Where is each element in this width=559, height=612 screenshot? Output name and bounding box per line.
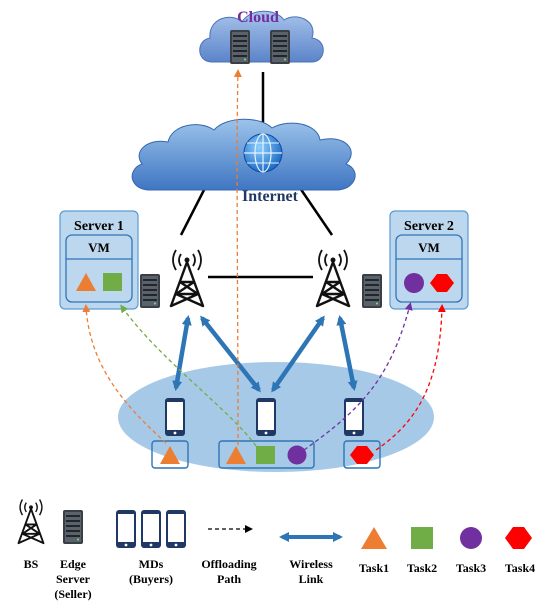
- task4-hexagon-icon: [430, 274, 454, 292]
- server-1-panel: Server 1 VM: [59, 210, 139, 310]
- wireless-link: [200, 315, 261, 393]
- legend-task1: Task1: [359, 527, 389, 575]
- legend-wireless-label-2: Link: [299, 572, 324, 586]
- md-3-task-slot: [343, 440, 381, 469]
- task1-triangle-icon: [361, 527, 387, 549]
- server-2-title: Server 2: [404, 219, 454, 234]
- smartphone-icon: [141, 510, 161, 548]
- legend-task4-label: Task4: [505, 561, 535, 575]
- wireless-link: [336, 315, 358, 391]
- task3-circle-icon: [287, 445, 307, 465]
- task1-triangle-icon: [76, 273, 96, 291]
- legend-task3: Task3: [456, 527, 486, 575]
- md-2-phone-icon: [256, 398, 276, 436]
- internet-cloud: Internet: [131, 118, 356, 205]
- legend-offload-label-2: Path: [217, 572, 241, 586]
- cloud-server-icon: [270, 30, 290, 64]
- legend-task4: Task4: [505, 527, 535, 575]
- md-3-phone-icon: [344, 398, 364, 436]
- internet-bs2-link: [298, 187, 334, 236]
- legend-bs-label: BS: [24, 557, 39, 571]
- smartphone-icon: [116, 510, 136, 548]
- task4-hexagon-icon: [505, 527, 532, 549]
- wireless-link: [271, 315, 325, 393]
- offloading-path-task3-to-server2: [303, 302, 413, 451]
- md-1-phone-icon: [165, 398, 185, 436]
- task2-square-icon: [103, 273, 122, 291]
- offloading-path-task2-to-server1: [120, 304, 257, 447]
- server-rack-icon: [63, 510, 83, 544]
- backbone-links: [179, 72, 334, 279]
- task2-square-icon: [256, 446, 275, 464]
- legend-edge-server: Edge Server (Seller): [54, 510, 92, 601]
- legend-edge-label-1: Edge: [60, 557, 87, 571]
- server-1-title: Server 1: [74, 219, 124, 234]
- legend: BS Edge Server (Seller) MDs (Buyers) Off…: [17, 498, 535, 601]
- task1-triangle-icon: [226, 446, 246, 464]
- legend-bs: BS: [17, 498, 45, 571]
- server-2-vm-label: VM: [418, 240, 440, 255]
- task4-hexagon-icon: [350, 446, 374, 464]
- md-2-task-slot: [218, 440, 315, 469]
- offloading-path-task1-to-server1: [82, 304, 167, 444]
- legend-mds: MDs (Buyers): [116, 510, 186, 586]
- offloading-paths: [82, 69, 446, 451]
- edge-server-1-icon: [140, 274, 160, 308]
- md-1-task-slot: [151, 440, 189, 469]
- edge-server-2-icon: [362, 274, 382, 308]
- task2-square-icon: [411, 527, 433, 549]
- legend-mds-label-2: (Buyers): [129, 572, 173, 586]
- internet-label: Internet: [242, 188, 299, 205]
- smartphone-icon: [166, 510, 186, 548]
- legend-task2-label: Task2: [407, 561, 437, 575]
- legend-wireless-label-1: Wireless: [289, 557, 333, 571]
- offloading-path-task1-to-cloud: [233, 69, 242, 446]
- legend-offload-label-1: Offloading: [201, 557, 256, 571]
- legend-offloading-path: Offloading Path: [201, 525, 257, 586]
- legend-wireless-link: Wireless Link: [279, 532, 343, 586]
- radio-tower-icon: [17, 498, 45, 545]
- legend-task2: Task2: [407, 527, 437, 575]
- cloud-label: Cloud: [237, 9, 279, 26]
- legend-mds-label-1: MDs: [139, 557, 164, 571]
- wireless-link: [172, 315, 192, 391]
- server-2-panel: Server 2 VM: [389, 210, 469, 310]
- server-1-vm-label: VM: [88, 240, 110, 255]
- legend-task1-label: Task1: [359, 561, 389, 575]
- task1-triangle-icon: [160, 446, 180, 464]
- cloud: Cloud: [199, 9, 324, 64]
- task3-circle-icon: [404, 273, 424, 293]
- cloud-server-icon: [230, 30, 250, 64]
- legend-task3-label: Task3: [456, 561, 486, 575]
- bs-2-tower-icon: [315, 248, 351, 308]
- wireless-links: [172, 315, 358, 393]
- legend-edge-label-3: (Seller): [54, 587, 91, 601]
- legend-edge-label-2: Server: [56, 572, 91, 586]
- globe-icon: [243, 133, 283, 173]
- bs-1-tower-icon: [169, 248, 205, 308]
- internet-bs1-link: [179, 187, 207, 236]
- task3-circle-icon: [460, 527, 482, 549]
